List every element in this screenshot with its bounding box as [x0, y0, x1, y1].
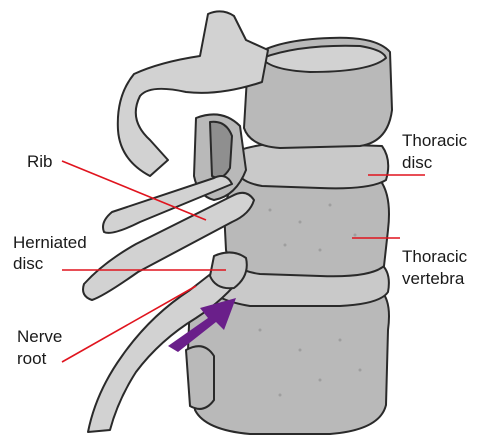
- facet-joint: [210, 122, 232, 178]
- spine-illustration: [83, 11, 392, 434]
- herniated-disc-label-line-2: disc: [13, 254, 44, 273]
- thoracic-disc-label-line-1: Thoracic: [402, 131, 468, 150]
- rib-label: Rib: [27, 152, 53, 171]
- herniated-disc-label-line-1: Herniated: [13, 233, 87, 252]
- nerve-root-label-line-1: Nerve: [17, 327, 62, 346]
- thoracic-disc-label-line-2: disc: [402, 153, 433, 172]
- nerve-root-label-line-2: root: [17, 349, 47, 368]
- thoracic-vertebral-body: [224, 175, 389, 277]
- thoracic-vertebra-label-line-1: Thoracic: [402, 247, 468, 266]
- thoracic-disc: [236, 143, 388, 188]
- lower-pedicle: [186, 346, 214, 409]
- thoracic-vertebra-label-line-2: vertebra: [402, 269, 465, 288]
